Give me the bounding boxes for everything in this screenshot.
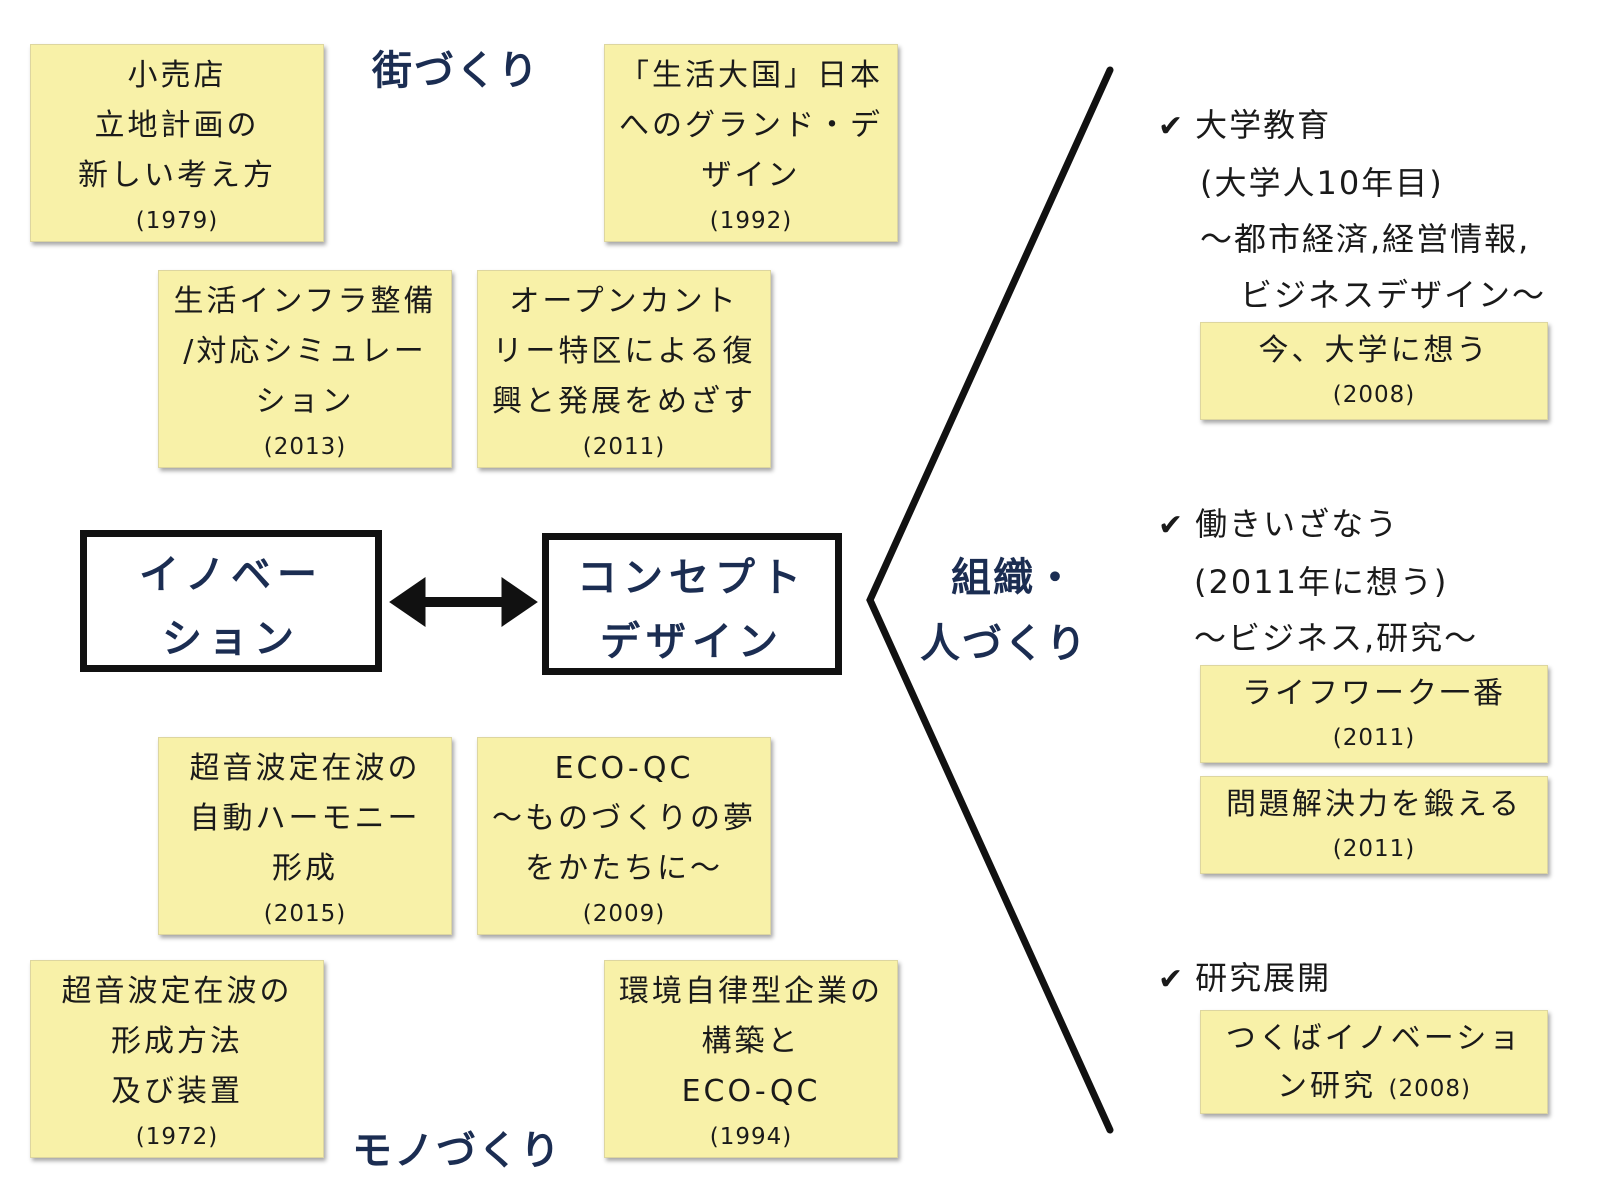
note-line: ECO-QC [554,751,694,786]
note-year: (1992) [709,208,793,234]
item-line: (大学人10年目) [1200,164,1444,202]
note-year: (2015) [263,901,347,927]
note-line: /対応シミュレー [183,334,427,369]
note-line: オープンカント [509,284,739,319]
note-retail-location: 小売店 立地計画の 新しい考え方 (1979) [30,44,324,242]
double-arrow [389,577,538,627]
note-line: 「生活大国」日本 [619,58,883,93]
note-line: 興と発展をめざす [492,384,756,419]
innovation-box: イノベー ション [80,530,382,672]
note-year: (2011) [582,434,666,460]
note-infrastructure: 生活インフラ整備 /対応シミュレー ション (2013) [158,270,452,468]
item-line: 〜ビジネス,研究〜 [1194,619,1479,657]
check-item-university-education: ✔ 大学教育 (大学人10年目) 〜都市経済,経営情報, ビジネスデザイン〜 [1158,97,1546,323]
note-line: 超音波定在波の [61,974,293,1009]
note-year: (2009) [582,901,666,927]
item-title: 大学教育 [1195,106,1332,144]
note-year: (2013) [263,434,347,460]
concept-line2: デザイン [600,619,784,665]
check-item-work: ✔ 働きいざなう (2011年に想う) 〜ビジネス,研究〜 [1158,496,1478,666]
item-line: ビジネスデザイン〜 [1240,276,1547,314]
note-tail-text: ン研究 [1276,1069,1376,1104]
note-ultrasonic-harmony: 超音波定在波の 自動ハーモニー 形成 (2015) [158,737,452,935]
note-line: 小売店 [127,58,227,93]
note-line: へのグランド・デ [619,108,883,143]
note-line: 〜ものづくりの夢 [492,801,756,836]
innovation-line2: ション [162,616,300,662]
heading-monozukuri: モノづくり [352,1128,562,1174]
note-lifework: ライフワーク一番 (2011) [1200,665,1548,763]
innovation-line1: イノベー [139,552,323,598]
note-line: 自動ハーモニー [189,801,421,836]
concept-line1: コンセプト [577,555,807,601]
note-year: (1979) [135,208,219,234]
note-line: 生活インフラ整備 [173,284,437,319]
note-eco-qc: ECO-QC 〜ものづくりの夢 をかたちに〜 (2009) [477,737,771,935]
note-problem-solving: 問題解決力を鍛える (2011) [1200,776,1548,874]
note-year: (2011) [1332,725,1416,751]
note-line: ザイン [701,158,801,193]
note-university-thoughts: 今、大学に想う (2008) [1200,322,1548,420]
note-line: をかたちに〜 [525,851,723,886]
note-line: 形成 [272,851,338,886]
note-line: ライフワーク一番 [1242,676,1506,711]
checkmark-icon: ✔ [1158,508,1186,543]
note-year: (1972) [135,1124,219,1150]
item-title: 働きいざなう [1195,505,1400,543]
note-ultrasonic-method: 超音波定在波の 形成方法 及び装置 (1972) [30,960,324,1158]
note-line: 新しい考え方 [78,158,276,193]
note-year: (2011) [1332,836,1416,862]
note-line: つくばイノベーショ [1225,1021,1523,1056]
heading-soshiki-line2: 人づくり [920,621,1088,667]
item-title: 研究展開 [1195,959,1332,997]
note-line: 及び装置 [111,1074,243,1109]
note-line: 超音波定在波の [189,751,421,786]
concept-design-box: コンセプト デザイン [542,533,842,675]
note-line: 形成方法 [111,1024,243,1059]
note-grand-design: 「生活大国」日本 へのグランド・デ ザイン (1992) [604,44,898,242]
note-year: (2008) [1388,1076,1472,1102]
note-line: リー特区による復 [492,334,756,369]
note-line: ECO-QC [681,1074,821,1109]
note-line-tail: ン研究 (2008) [1201,1063,1547,1113]
note-line: 環境自律型企業の [619,974,883,1009]
chevron-line [866,66,1114,1134]
note-line: ション [255,384,355,419]
heading-soshiki-line1: 組織・ [951,555,1077,601]
heading-machizukuri: 街づくり [372,48,540,94]
check-item-research: ✔ 研究展開 [1158,950,1331,1008]
note-line: 問題解決力を鍛える [1225,787,1523,822]
item-line: (2011年に想う) [1194,563,1449,601]
checkmark-icon: ✔ [1158,109,1186,144]
note-environmental-enterprise: 環境自律型企業の 構築と ECO-QC (1994) [604,960,898,1158]
note-year: (2008) [1332,382,1416,408]
heading-soshiki: 組織・ 人づくり [920,545,1088,677]
note-open-country: オープンカント リー特区による復 興と発展をめざす (2011) [477,270,771,468]
note-line: 今、大学に想う [1258,333,1490,368]
note-tsukuba-innovation: つくばイノベーショ ン研究 (2008) [1200,1010,1548,1114]
note-year: (1994) [709,1124,793,1150]
item-line: 〜都市経済,経営情報, [1200,220,1531,258]
note-line: 構築と [701,1024,801,1059]
note-line: 立地計画の [94,108,260,143]
checkmark-icon: ✔ [1158,962,1186,997]
